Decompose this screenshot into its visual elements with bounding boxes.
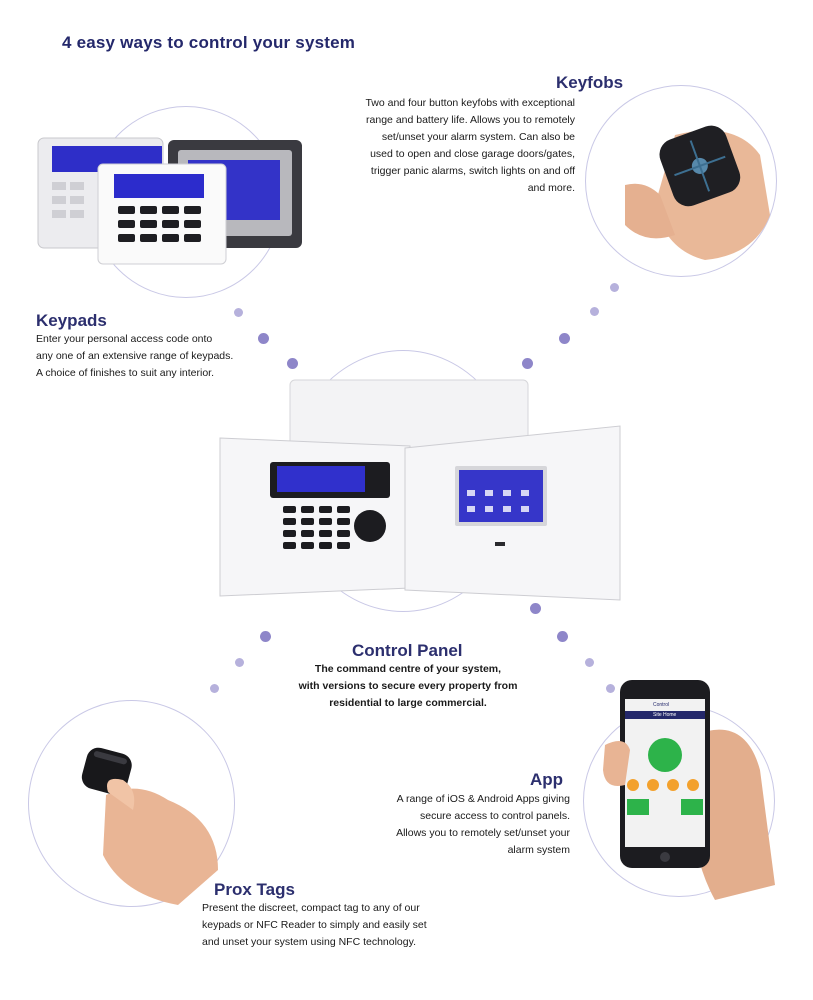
keyfobs-description: Two and four button keyfobs with excepti… [365,97,575,194]
prox-tags-description: Present the discreet, compact tag to any… [202,902,427,948]
keypads-title: Keypads [36,311,107,330]
control-panel-description: The command centre of your system, with … [298,663,518,709]
app-phone-image: Control Site Home [575,675,790,900]
app-description: A range of iOS & Android Apps giving sec… [396,793,570,856]
app-screen-brand: Control [653,702,670,708]
prox-tags-title: Prox Tags [214,880,295,899]
app-title: App [530,770,564,789]
page-title: 4 easy ways to control your system [62,33,356,52]
keyfob-image [585,85,795,285]
keyfobs-title: Keyfobs [556,73,624,92]
keypads-description: Enter your personal access code onto any… [36,333,234,379]
control-panel-image [215,378,625,608]
keypads-image [30,100,310,300]
app-screen-header: Site Home [653,712,677,718]
prox-tag-image [28,700,238,910]
control-panel-title: Control Panel [352,641,463,660]
